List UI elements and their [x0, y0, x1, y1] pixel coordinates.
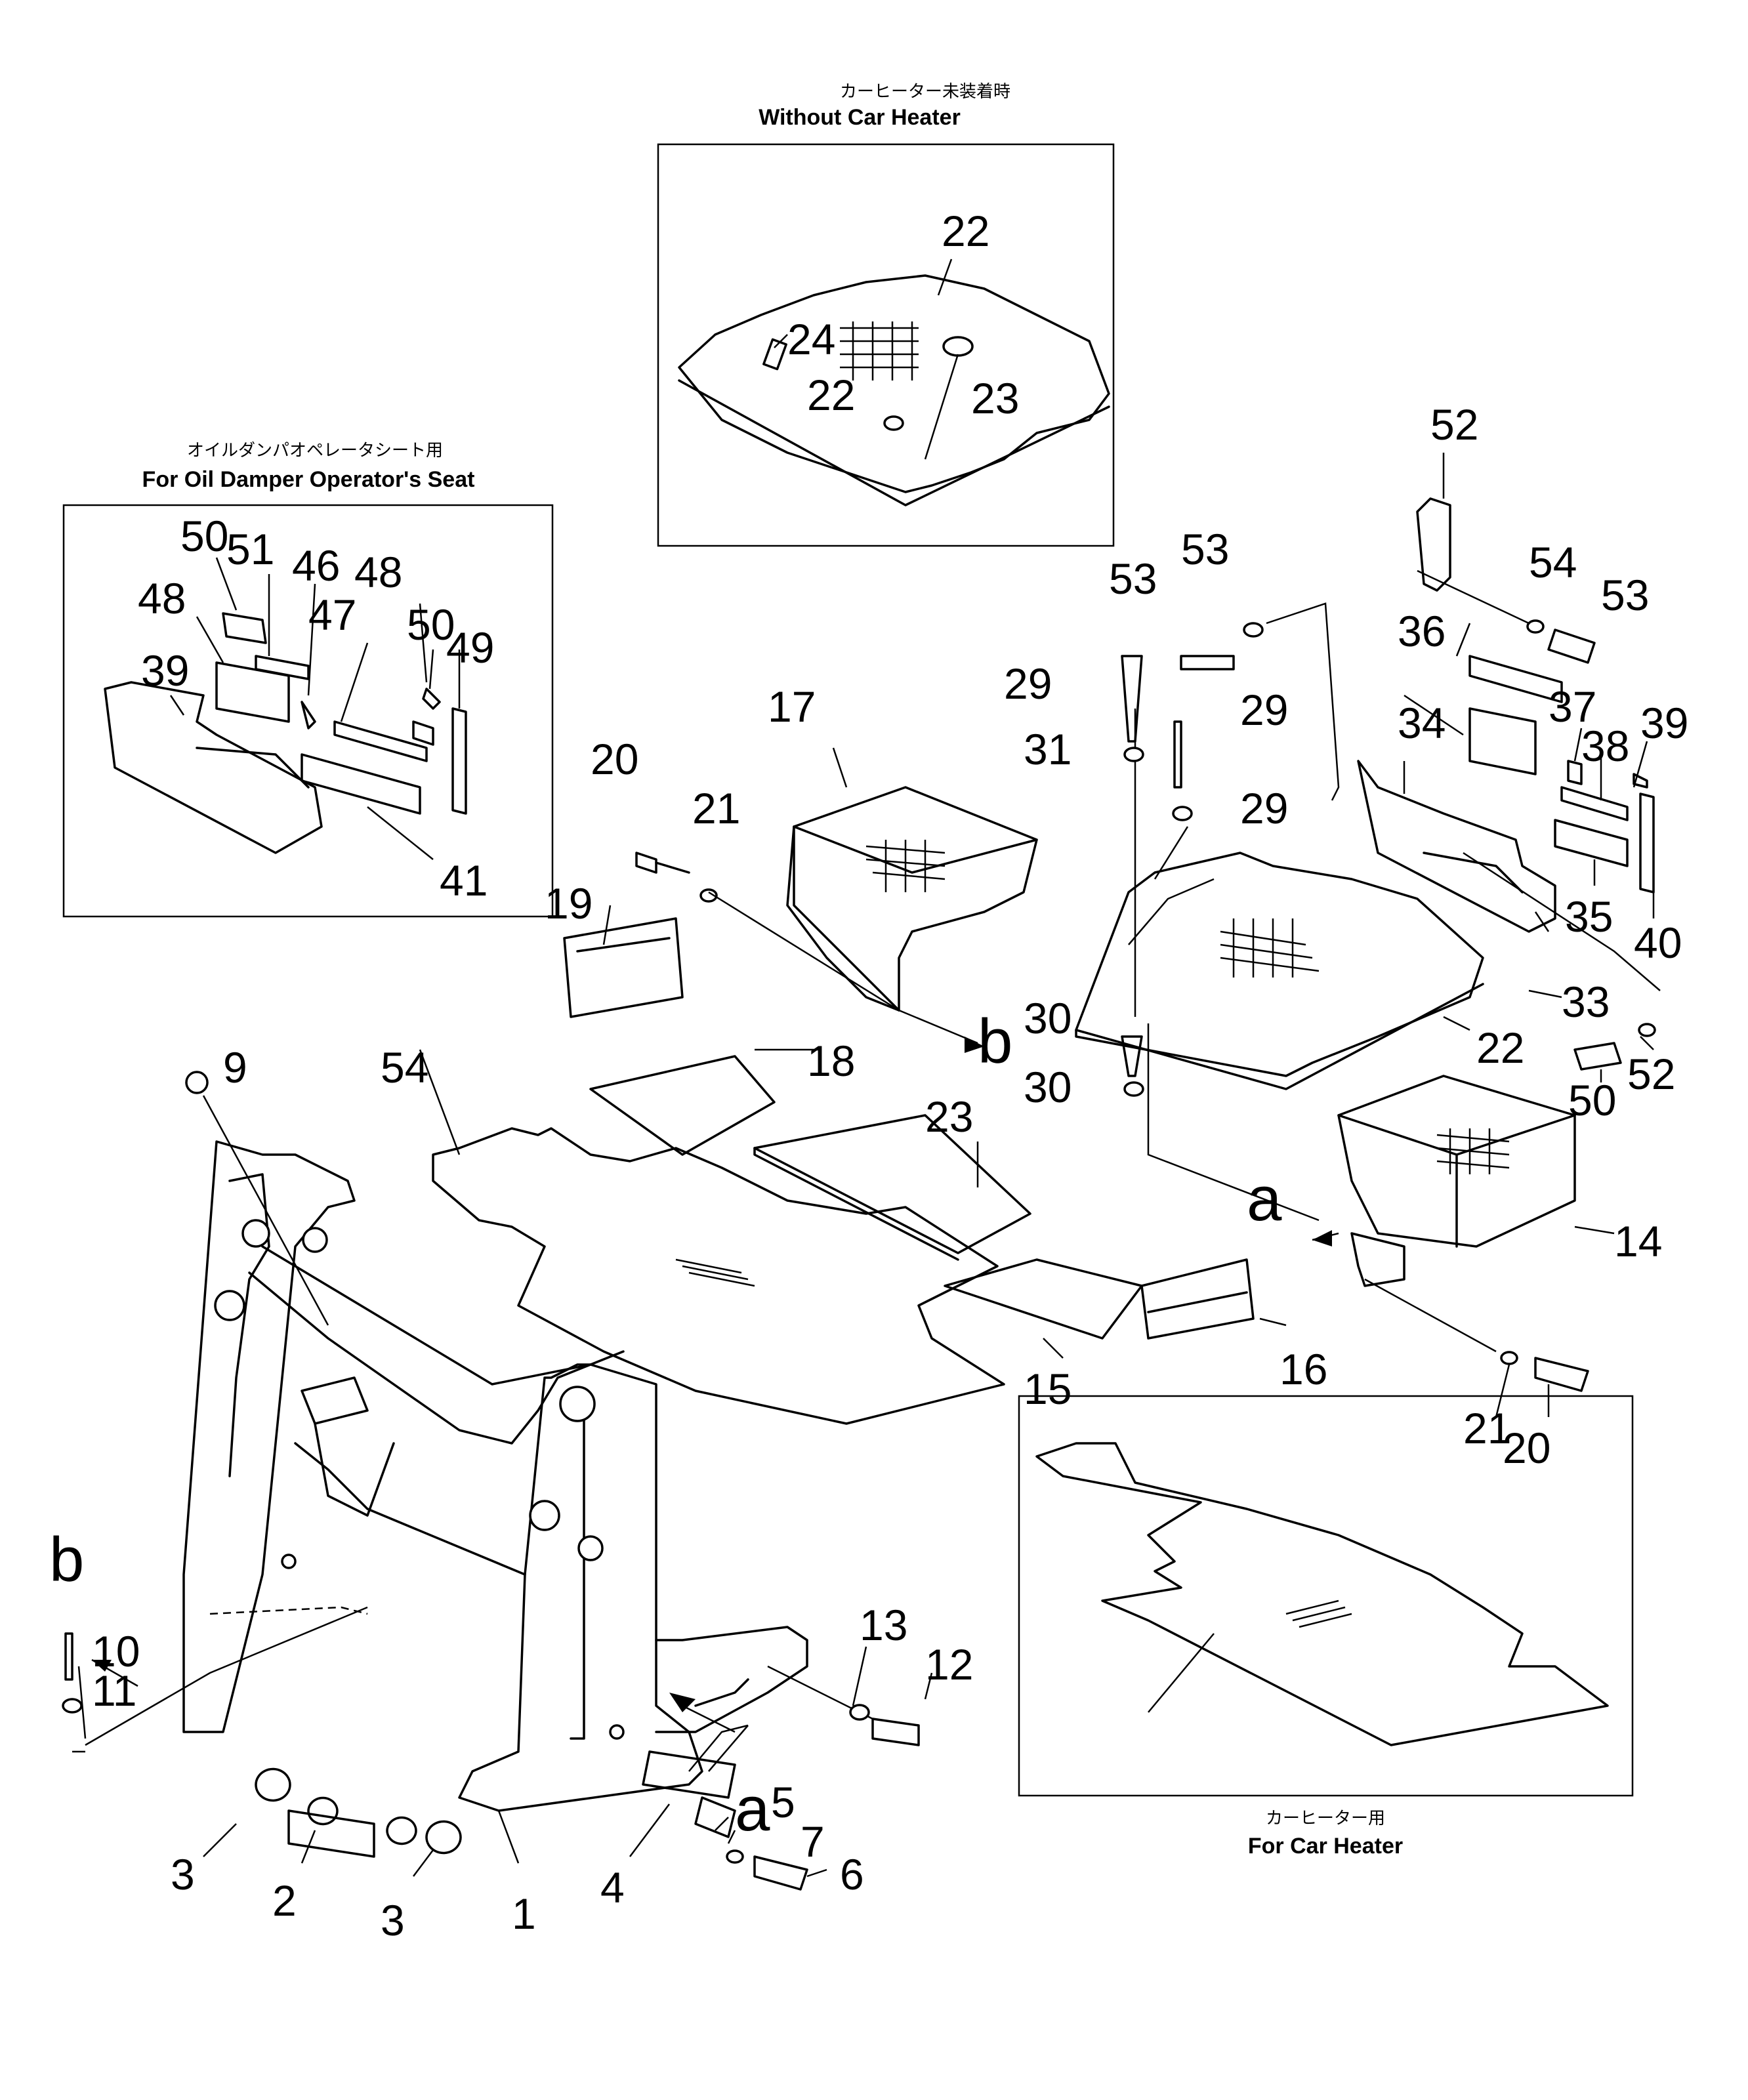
callout-3a: 3	[171, 1850, 195, 1899]
callout-13: 13	[860, 1601, 907, 1649]
callout-25: 23	[971, 374, 1019, 422]
callout-51: 52	[1430, 400, 1478, 449]
callout-5: 5	[771, 1778, 795, 1826]
inset-oil-damper-seat: オイルダンパオペレータシート用 For Oil Damper Operator'…	[62, 441, 554, 918]
callout-6: 6	[840, 1850, 864, 1899]
callout-4: 4	[600, 1863, 625, 1912]
inset-car-heater: カーヒーター用 For Car Heater	[1018, 1395, 1634, 1859]
callout-42: 50	[180, 512, 228, 560]
inset-car-heater-caption-en: For Car Heater	[1248, 1834, 1403, 1859]
callout-29a: 29	[1004, 659, 1052, 708]
callout-18: 18	[807, 1037, 855, 1085]
view-marker-b-cover: b	[978, 1006, 1012, 1077]
callout-32: 34	[1398, 699, 1446, 747]
callout-26: 24	[787, 315, 835, 363]
callout-22-main: 22	[1476, 1023, 1524, 1072]
inset-without-heater-frame	[657, 143, 1115, 547]
callout-14: 14	[1614, 1217, 1662, 1266]
callout-28: 29	[1240, 784, 1288, 833]
callout-20a: 20	[591, 735, 638, 783]
callout-17: 17	[768, 682, 816, 731]
callout-24: 22	[807, 371, 855, 419]
callout-45: 47	[308, 590, 356, 639]
floor-mat-drawing: 54 19 18 23 15 16	[381, 879, 1327, 1425]
inset-without-heater-caption-jp: カーヒーター未装着時	[840, 82, 1010, 102]
callout-9: 9	[223, 1043, 247, 1092]
callout-29b: 30	[1024, 994, 1072, 1042]
callout-35: 37	[1549, 682, 1596, 731]
callout-37: 39	[1640, 699, 1688, 747]
callout-50: 52	[1627, 1050, 1675, 1098]
callout-23: 23	[925, 1092, 973, 1141]
view-marker-a-heater: a	[1247, 1164, 1282, 1234]
floor-plate-drawing	[678, 274, 1110, 493]
callout-47: 49	[446, 623, 494, 672]
callout-1: 1	[512, 1889, 536, 1938]
inset-car-heater-frame	[1018, 1395, 1634, 1797]
callout-52b: 53	[1601, 571, 1649, 619]
callout-39: 39	[141, 646, 189, 695]
inset-car-heater-caption-jp: カーヒーター用	[1266, 1809, 1385, 1828]
callout-27: 29	[1240, 686, 1288, 734]
callout-54-mat: 54	[381, 1043, 428, 1092]
view-marker-b-frame: b	[49, 1525, 84, 1595]
seat-bracket-drawing: 52 54 53 36 34 37 38 39 35 40 33 50 52	[1357, 400, 1688, 1124]
callout-53b: 54	[1529, 538, 1577, 587]
main-frame-drawing: 1 2 3 3 4 5 6 7 9 10 11 12 13 a b	[49, 1043, 973, 1945]
callout-11: 11	[92, 1666, 137, 1715]
inset-without-heater-caption-en: Without Car Heater	[759, 105, 961, 130]
callout-33: 35	[1565, 892, 1613, 941]
inset-oil-damper-caption-jp: オイルダンパオペレータシート用	[187, 441, 443, 461]
callout-34: 36	[1398, 607, 1446, 655]
callout-15: 15	[1024, 1365, 1072, 1413]
callout-52a: 53	[1109, 554, 1157, 603]
callout-43: 51	[226, 525, 274, 573]
callout-16: 16	[1280, 1345, 1327, 1393]
callout-21b: 21	[1463, 1404, 1511, 1452]
callout-10: 10	[92, 1627, 140, 1676]
callout-22-top: 22	[942, 207, 989, 255]
callout-31: 33	[1562, 978, 1610, 1026]
inset-without-car-heater: カーヒーター未装着時 Without Car Heater 22 24 23 2…	[657, 82, 1115, 547]
callout-40: 48	[138, 574, 186, 623]
callout-7: 7	[801, 1817, 825, 1866]
callout-19: 19	[545, 879, 593, 928]
callout-30b: 30	[1024, 1063, 1072, 1111]
callout-12: 12	[925, 1640, 973, 1689]
heater-box-drawing: 14 a 21 20	[1247, 1075, 1662, 1472]
callout-53a: 53	[1181, 525, 1229, 573]
callout-48: 50	[407, 600, 455, 649]
callout-49: 50	[1568, 1076, 1616, 1124]
view-marker-a-frame: a	[735, 1774, 770, 1844]
callout-46: 48	[354, 548, 402, 596]
callout-44: 46	[292, 541, 340, 590]
callout-38: 40	[1634, 918, 1682, 967]
callout-21a: 21	[692, 784, 740, 833]
callout-30a: 31	[1024, 725, 1072, 773]
callout-41: 41	[440, 856, 488, 905]
inset-oil-damper-caption-en: For Oil Damper Operator's Seat	[142, 467, 475, 492]
callout-20b: 20	[1503, 1424, 1550, 1472]
callout-3b: 3	[381, 1896, 405, 1945]
callout-36: 38	[1581, 722, 1629, 770]
cover-assembly-drawing: 17 20 21 b 22 29 31 29 29 30 30 53 53	[591, 525, 1524, 1222]
inset-oil-damper-frame	[62, 504, 554, 918]
callout-2: 2	[272, 1876, 297, 1925]
